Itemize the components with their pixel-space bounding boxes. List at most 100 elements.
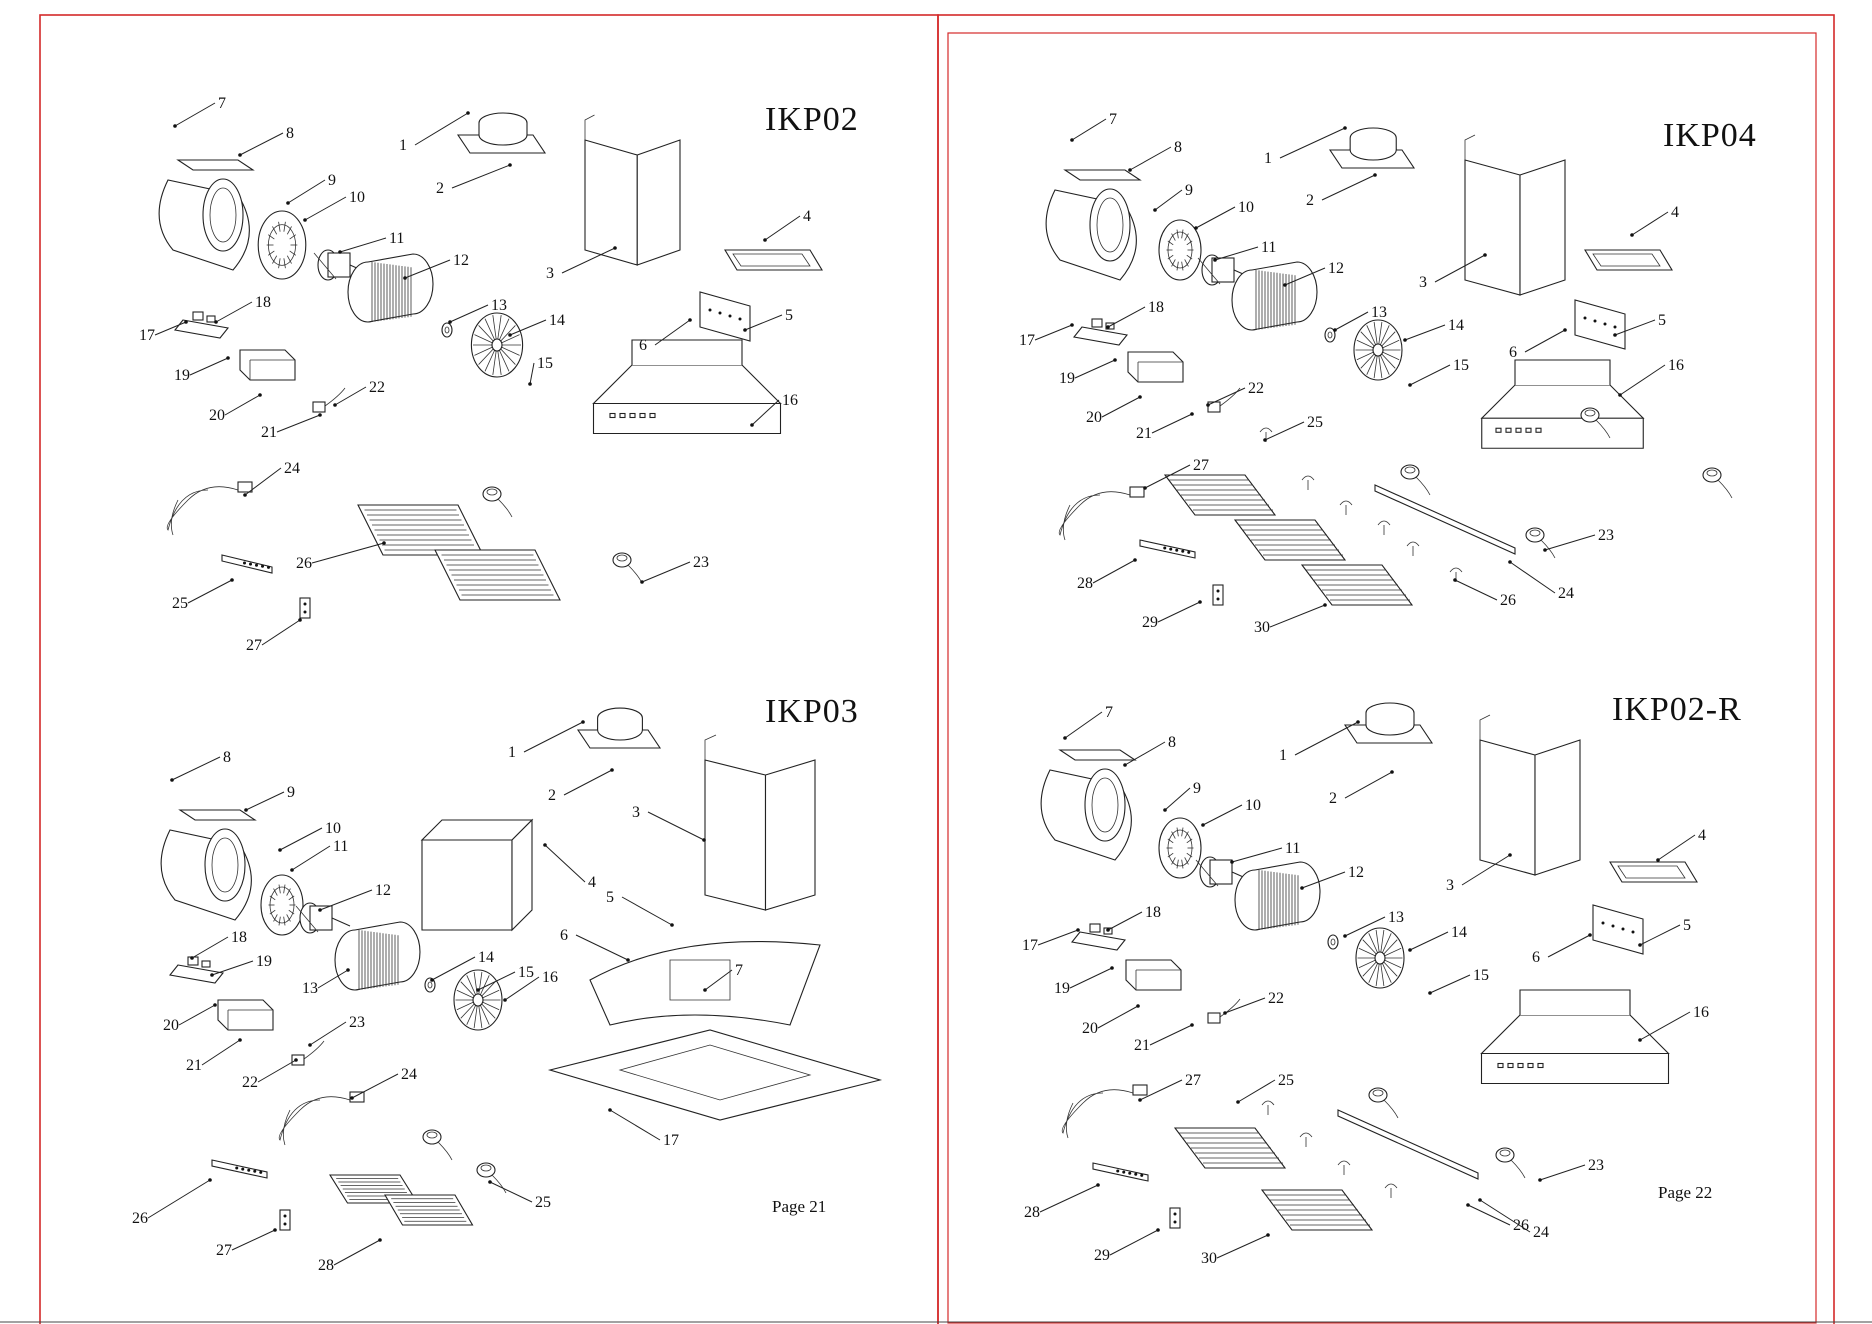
callout-number: 5 xyxy=(1683,917,1691,934)
disc-slot xyxy=(1181,229,1184,239)
leader-point xyxy=(1136,1004,1140,1008)
leader-point xyxy=(243,493,247,497)
callout-number: 23 xyxy=(349,1014,365,1031)
ikp04-callout-2: 2 xyxy=(1306,173,1377,209)
callout-number: 1 xyxy=(399,137,407,154)
ikp04-callout-15: 15 xyxy=(1408,357,1469,387)
leader-point xyxy=(508,333,512,337)
control-button xyxy=(241,1167,245,1171)
wall-bracket xyxy=(1592,904,1644,955)
callout-number: 25 xyxy=(1307,414,1323,431)
page-number-left: Page 21 xyxy=(772,1197,826,1216)
ikp02-r-callout-14: 14 xyxy=(1408,924,1467,952)
leader-point xyxy=(466,111,470,115)
leader-point xyxy=(743,328,747,332)
lamp-wire xyxy=(497,498,513,518)
ikp04-callout-1: 1 xyxy=(1264,126,1347,167)
callout-number: 26 xyxy=(296,555,312,572)
filter-clip xyxy=(1406,541,1420,556)
leader-line xyxy=(1124,741,1166,766)
junction-box xyxy=(217,999,274,1031)
disc-slot xyxy=(267,250,275,256)
leader-point xyxy=(190,956,194,960)
model-title-ikp04: IKP04 xyxy=(1663,117,1757,154)
leader-point xyxy=(1223,1011,1227,1015)
diagram-ikp04 xyxy=(1045,127,1733,606)
callout-number: 24 xyxy=(401,1066,417,1083)
callout-number: 17 xyxy=(1022,937,1038,954)
ikp03-callout-12: 12 xyxy=(318,882,391,912)
hood-button xyxy=(1505,427,1512,433)
callout-number: 28 xyxy=(1024,1204,1040,1221)
pcb-board xyxy=(1070,931,1127,951)
ikp04-callout-28: 28 xyxy=(1077,558,1137,592)
capacitor xyxy=(1207,1012,1221,1024)
leader-line xyxy=(1144,464,1191,489)
ikp02-callout-7: 7 xyxy=(173,95,226,128)
callout-number: 27 xyxy=(216,1242,232,1259)
leader-line xyxy=(1301,871,1346,889)
leader-point xyxy=(1408,948,1412,952)
leader-line xyxy=(1429,974,1471,994)
leader-point xyxy=(286,201,290,205)
housing-outlet xyxy=(1084,768,1126,842)
callout-number: 23 xyxy=(693,554,709,571)
disc-slot xyxy=(1167,852,1174,858)
lamp-dome xyxy=(1584,409,1596,417)
control-strip xyxy=(211,1159,268,1179)
leader-point xyxy=(1163,808,1167,812)
ikp02-r-callout-13: 13 xyxy=(1343,909,1404,938)
disc-slot xyxy=(278,258,281,269)
ikp03-callout-26: 26 xyxy=(132,1178,212,1227)
control-button xyxy=(1134,1172,1138,1176)
leader-line xyxy=(1149,1024,1193,1046)
disc xyxy=(1158,219,1202,281)
leader-line xyxy=(1434,254,1486,283)
disc-slot xyxy=(1181,859,1184,869)
disc xyxy=(257,210,307,280)
ikp02-callout-2: 2 xyxy=(436,163,512,197)
disc-slot xyxy=(278,884,281,894)
power-cord-tail xyxy=(1065,1102,1074,1139)
callout-number: 24 xyxy=(1533,1224,1549,1241)
filter-clip xyxy=(1299,1132,1313,1147)
leader-line xyxy=(309,1021,347,1046)
duct-collar-side xyxy=(597,707,643,730)
leader-point xyxy=(1263,438,1267,442)
bracket-inner xyxy=(732,253,811,267)
switch-plate-hole xyxy=(303,610,307,614)
leader-line xyxy=(1631,211,1669,236)
pcb-component xyxy=(192,311,204,321)
ikp02-r-callout-26: 26 xyxy=(1466,1203,1529,1234)
leader-line xyxy=(1109,1229,1159,1256)
ikp02-callout-22: 22 xyxy=(333,379,385,407)
leader-line xyxy=(231,1229,276,1251)
leader-line xyxy=(751,399,780,426)
leader-line xyxy=(317,969,349,989)
callout-number: 4 xyxy=(588,874,596,891)
hood-button xyxy=(619,412,626,419)
ikp02-r-callout-29: 29 xyxy=(1094,1228,1160,1264)
nut xyxy=(1327,934,1339,950)
leader-point xyxy=(1201,823,1205,827)
callout-number: 5 xyxy=(1658,312,1666,329)
leader-point xyxy=(581,720,585,724)
callout-number: 15 xyxy=(1473,967,1489,984)
chimney-right xyxy=(764,759,816,911)
lamp-wire xyxy=(1415,476,1431,496)
leader-point xyxy=(318,413,322,417)
leader-line xyxy=(1202,804,1243,826)
nut-hole xyxy=(1327,331,1333,339)
leader-line xyxy=(704,969,733,991)
ikp03-callout-23: 23 xyxy=(308,1014,365,1047)
leader-point xyxy=(1096,1183,1100,1187)
callout-number: 13 xyxy=(302,980,318,997)
disc-slot xyxy=(1171,831,1176,839)
ikp02-r-callout-18: 18 xyxy=(1106,904,1161,932)
hood-canopy xyxy=(1480,384,1645,419)
leader-point xyxy=(1323,603,1327,607)
leader-line xyxy=(1231,847,1283,863)
disc-slot xyxy=(289,250,297,256)
